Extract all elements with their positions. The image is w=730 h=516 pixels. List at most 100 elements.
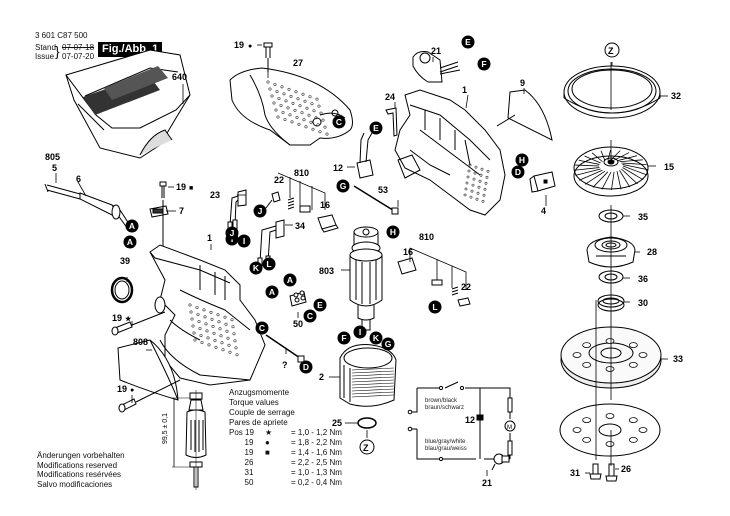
torque-row: Pos 19★= 1,0 - 1,2 Nm xyxy=(229,428,342,438)
label-question: ? xyxy=(282,360,288,370)
part-number: 3 601 C87 500 xyxy=(35,31,88,40)
wire-label-brown: brown/black braun/schwarz xyxy=(425,398,464,412)
stand-label: Stand xyxy=(35,43,56,52)
torque-table: Anzugsmomente Torque values Couple de se… xyxy=(229,388,342,488)
label-32: 32 xyxy=(671,91,681,101)
capacitor-part-12 xyxy=(356,132,374,179)
label-5: 5 xyxy=(52,163,57,173)
connector-badge-e: E xyxy=(313,298,327,312)
note-fr: Modifications resérvées xyxy=(37,470,122,479)
armature-dimension-label: 99,5 ± 0,1 xyxy=(162,412,170,445)
top-cover-part-27 xyxy=(229,67,353,146)
issue-date: 07-07-20 xyxy=(62,52,95,61)
dot-symbol-bottom: ● xyxy=(130,387,134,394)
label-19-square: 19 xyxy=(176,182,186,192)
wire-label-brown-en: brown/black xyxy=(425,398,458,404)
disc-holes xyxy=(572,413,648,447)
connector-badge-l: L xyxy=(428,300,442,314)
connector-badge-a: A xyxy=(125,219,139,233)
screw-part-19-square xyxy=(159,181,167,198)
torque-symbol: ■ xyxy=(265,448,270,457)
label-640: 640 xyxy=(172,72,187,82)
label-19-star: 19 xyxy=(112,313,122,323)
label-25: 25 xyxy=(332,418,342,428)
torque-symbol: ● xyxy=(265,438,270,447)
label-22b: 22 xyxy=(461,282,471,292)
svg-text:A: A xyxy=(127,237,133,247)
note-en: Modifications reserved xyxy=(37,460,118,470)
connector-badge-j: J xyxy=(225,226,239,240)
svg-text:L: L xyxy=(432,302,437,312)
brush-holder-clip-part-22b xyxy=(457,297,471,307)
sanding-disc xyxy=(559,403,661,457)
top-cover-dot-pattern xyxy=(266,80,329,136)
square-symbol: ■ xyxy=(189,185,193,192)
wiring-schematic: M xyxy=(407,381,516,471)
connector-badge-k: K xyxy=(249,261,263,275)
star-symbol: ★ xyxy=(125,315,132,323)
label-39: 39 xyxy=(120,256,130,266)
connector-badge-a: A xyxy=(123,235,137,249)
wire-part-53 xyxy=(353,185,399,215)
label-capacitor-12: 12 xyxy=(465,415,475,425)
wire-label-blue: blue/gray/white blau/grau/weiss xyxy=(425,439,467,453)
o-ring-inner xyxy=(114,280,130,300)
svg-text:F: F xyxy=(341,333,346,343)
housing-right-part-1 xyxy=(394,89,506,216)
connector-badge-h: H xyxy=(515,153,529,167)
connector-badge-c: C xyxy=(332,115,346,129)
torque-title-en: Torque values xyxy=(229,398,279,407)
torque-title-es: Pares de apriete xyxy=(229,418,288,427)
dust-box-filter-grid xyxy=(83,66,168,115)
label-22a: 22 xyxy=(274,175,284,185)
brush-holder-part-16b xyxy=(397,257,417,275)
svg-text:I: I xyxy=(243,236,245,246)
label-53: 53 xyxy=(378,185,388,195)
svg-text:F: F xyxy=(481,59,486,69)
torque-pos: 26 xyxy=(229,458,254,467)
label-9: 9 xyxy=(520,78,525,88)
label-810a: 810 xyxy=(294,168,309,178)
svg-text:C: C xyxy=(259,323,265,333)
note-de: Änderungen vorbehalten xyxy=(37,451,125,460)
torque-pos: 31 xyxy=(229,468,254,477)
wire-harness-part-23 xyxy=(227,189,247,233)
810b-bracket xyxy=(409,247,467,290)
connector-badge-f: F xyxy=(477,57,491,71)
svg-text:D: D xyxy=(303,362,309,372)
assembly-axis xyxy=(595,62,612,466)
label-19-dot-bottom: 19 xyxy=(117,384,127,394)
label-23: 23 xyxy=(210,190,220,200)
connector-badges: AAIJCEEFHDGJIKLHAAECLCDFIKG xyxy=(123,35,529,374)
carbon-brush-810b xyxy=(431,279,443,286)
label-16a: 16 xyxy=(320,200,330,210)
torque-symbol xyxy=(265,478,291,488)
svg-text:K: K xyxy=(373,333,380,343)
screw-part-31 xyxy=(589,463,602,480)
label-26: 26 xyxy=(621,464,631,474)
svg-text:E: E xyxy=(373,123,379,133)
dust-box-part-640 xyxy=(65,49,191,159)
connector-badge-l: L xyxy=(262,257,276,271)
z-marker-bottom-label: Z xyxy=(363,443,369,453)
torque-symbol xyxy=(265,468,291,478)
connector-badge-g: G xyxy=(336,179,350,193)
pad-plate-part-808 xyxy=(117,339,179,401)
brush-holder-part-16a xyxy=(317,214,339,233)
label-810b: 810 xyxy=(419,232,434,242)
torque-rows: Pos 19★= 1,0 - 1,2 Nm 19●= 1,8 - 2,2 Nm … xyxy=(229,428,342,488)
label-805: 805 xyxy=(45,152,60,162)
svg-text:A: A xyxy=(269,287,275,297)
bracket-part-24 xyxy=(385,107,398,137)
label-21: 21 xyxy=(431,46,441,56)
label-24: 24 xyxy=(385,92,395,102)
svg-text:I: I xyxy=(359,327,361,337)
svg-text:A: A xyxy=(129,221,135,231)
label-2: 2 xyxy=(319,372,324,382)
power-cord-part-5 xyxy=(44,183,134,233)
svg-text:L: L xyxy=(266,259,271,269)
svg-text:H: H xyxy=(519,155,525,165)
label-50: 50 xyxy=(293,319,303,329)
screw-part-19-dot-bottom xyxy=(118,379,181,413)
brace-icon: } xyxy=(55,43,60,59)
